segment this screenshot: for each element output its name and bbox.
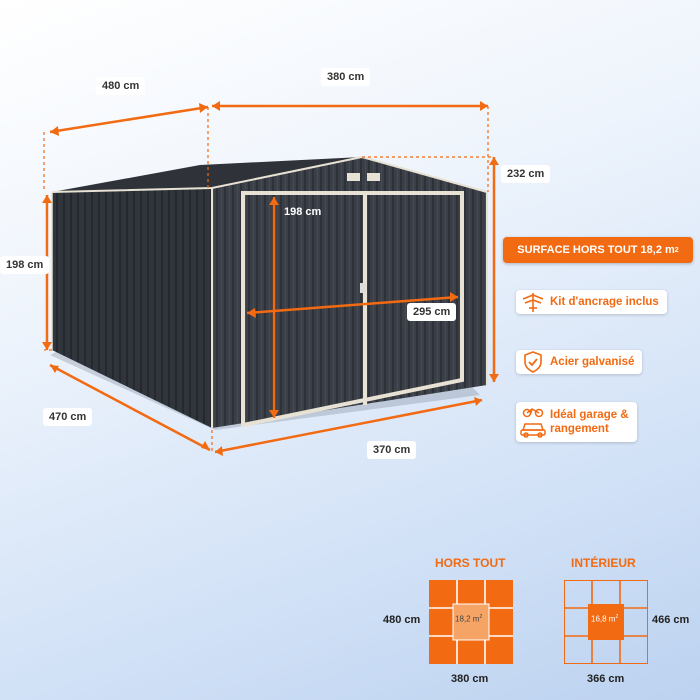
- outer-bottom-label: 380 cm: [451, 673, 489, 685]
- vent-left: [347, 173, 360, 181]
- door-handle: [360, 283, 366, 293]
- dim-line-base-depth: [49, 363, 211, 452]
- front-wall: [212, 157, 487, 428]
- vent-right: [367, 173, 380, 181]
- dim-line-base-width: [214, 398, 483, 454]
- outer-area-sup: 2: [479, 614, 483, 620]
- feature-label: Idéal garage & rangement: [550, 408, 637, 436]
- feature-galvanized-steel: Acier galvanisé: [516, 350, 643, 374]
- feature-anchor-kit: Kit d'ancrage inclus: [516, 290, 667, 314]
- label-base-depth: 470 cm: [43, 408, 93, 426]
- inner-footprint-title: INTÉRIEUR: [571, 556, 636, 570]
- inner-footprint-grid: [564, 580, 648, 664]
- label-outer-width: 380 cm: [321, 68, 371, 86]
- feature-label: Acier galvanisé: [550, 356, 635, 368]
- outer-side-label: 480 cm: [383, 614, 421, 626]
- label-door-width: 295 cm: [407, 303, 457, 321]
- feature-label: Kit d'ancrage inclus: [550, 296, 659, 308]
- feature-label-line1: Idéal garage &: [550, 409, 629, 421]
- inner-area-value: 16,8 m: [591, 614, 616, 624]
- surface-sup: 2: [674, 246, 679, 254]
- feature-label-line2: rangement: [550, 423, 609, 435]
- car-bike-icon: [516, 406, 550, 438]
- feature-garage-storage: Idéal garage & rangement: [516, 402, 637, 442]
- label-wall-height: 198 cm: [0, 256, 50, 274]
- outer-footprint-title: HORS TOUT: [435, 556, 506, 570]
- outer-footprint-grid: [429, 580, 513, 664]
- shield-check-icon: [516, 350, 550, 374]
- dim-line-door-width: [246, 295, 459, 315]
- anchor-kit-icon: [516, 291, 550, 313]
- door-frame: [241, 191, 464, 428]
- surface-text: SURFACE HORS TOUT 18,2 m: [517, 244, 675, 256]
- inner-area-sup: 2: [615, 614, 619, 620]
- label-total-height: 232 cm: [501, 165, 551, 183]
- label-outer-depth: 480 cm: [96, 77, 146, 95]
- side-wall: [52, 188, 212, 428]
- inner-area: 16,8 m2: [591, 614, 618, 624]
- roof: [52, 157, 362, 192]
- outer-area: 18,2 m2: [455, 614, 482, 624]
- outer-area-value: 18,2 m: [455, 614, 480, 624]
- label-base-width: 370 cm: [367, 441, 417, 459]
- dim-line-outer-depth: [49, 105, 209, 134]
- inner-side-label: 466 cm: [652, 614, 690, 626]
- inner-bottom-label: 366 cm: [587, 673, 625, 685]
- label-door-height: 198 cm: [284, 206, 322, 218]
